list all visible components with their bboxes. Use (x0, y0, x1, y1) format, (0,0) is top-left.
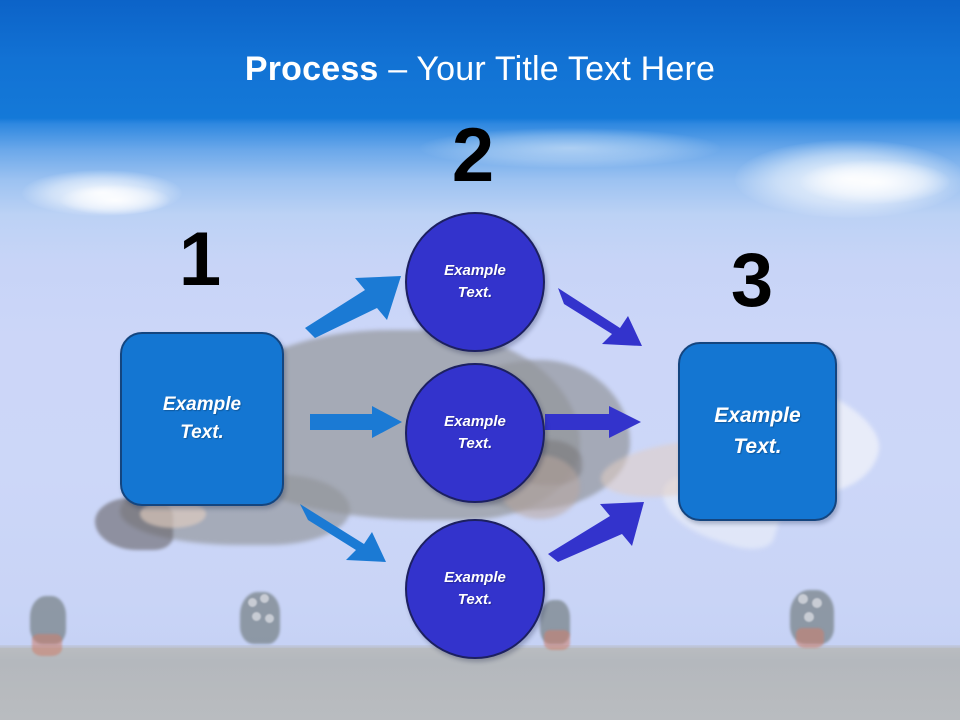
page-title-separator: – (378, 50, 417, 88)
page-title-bold: Process (244, 50, 379, 88)
page-title-rest: Your Title Text Here (416, 50, 716, 88)
process-box-left-label: Example Text. (162, 394, 242, 443)
arrow-top-circle-to-right[interactable] (558, 286, 656, 348)
step-number-2: 2 (451, 113, 495, 198)
process-box-right[interactable]: Example Text. (678, 342, 837, 521)
arrow-left-to-middle-circle[interactable] (310, 406, 402, 438)
process-circle-middle[interactable]: Example Text. (405, 363, 545, 503)
arrow-middle-circle-to-right[interactable] (545, 406, 641, 438)
process-box-left[interactable]: Example Text. (120, 332, 284, 506)
arrow-bottom-circle-to-right[interactable] (548, 500, 646, 562)
process-circle-bottom[interactable]: Example Text. (405, 519, 545, 659)
process-circle-bottom-label: Example Text. (444, 569, 506, 608)
process-circle-top[interactable]: Example Text. (405, 212, 545, 352)
arrow-left-to-top-circle[interactable] (305, 276, 405, 338)
process-circle-top-label: Example Text. (444, 262, 506, 301)
arrow-left-to-bottom-circle[interactable] (300, 500, 402, 564)
process-circle-middle-label: Example Text. (444, 413, 506, 452)
page-title: Process – Your Title Text Here (0, 50, 960, 89)
step-number-3: 3 (730, 238, 774, 323)
process-box-right-label: Example Text. (714, 404, 801, 458)
step-number-1: 1 (178, 217, 222, 302)
